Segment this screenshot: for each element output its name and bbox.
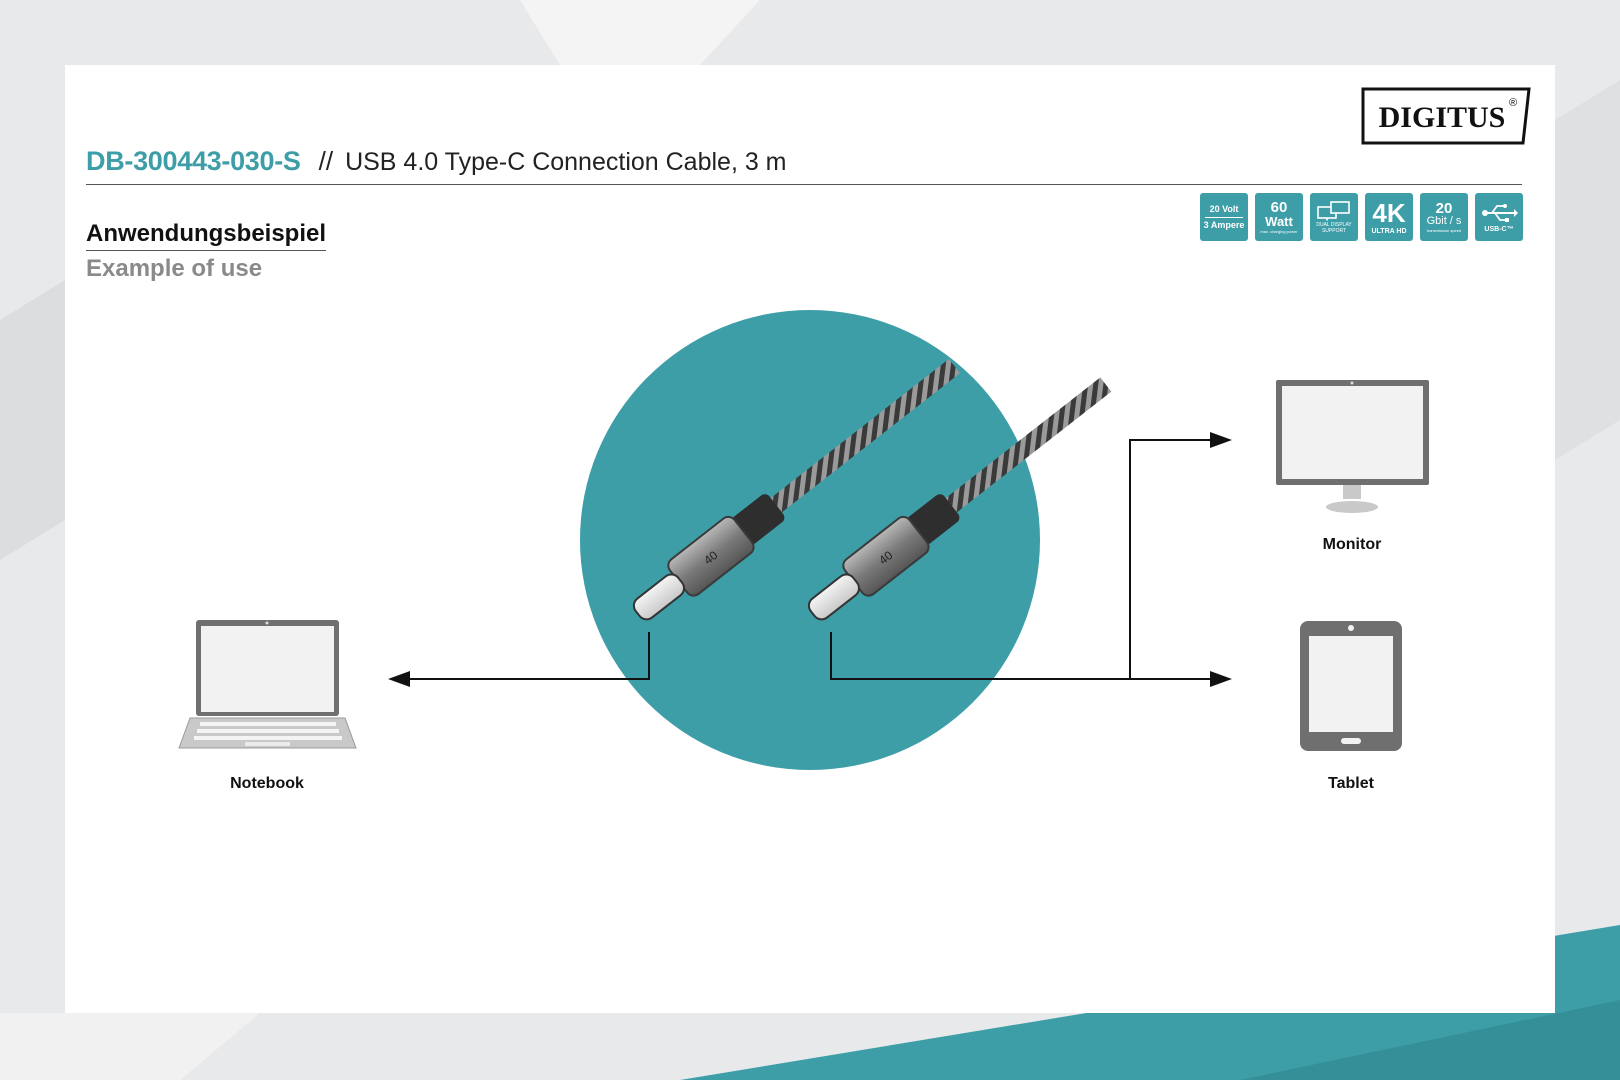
notebook-label: Notebook: [230, 775, 304, 792]
badge-speed-value: 20: [1435, 200, 1453, 217]
monitor-icon: [1276, 380, 1429, 513]
braided-cable: [942, 377, 1112, 515]
watt-badge: 60 Watt max. charging power: [1255, 193, 1303, 241]
badge-watt-caption: max. charging power: [1260, 229, 1298, 234]
cable-circle: [580, 310, 1040, 770]
arrowhead-left: [388, 671, 410, 687]
feature-badges: 20 Volt 3 Ampere 60 Watt max. charging p…: [1200, 193, 1523, 241]
voltage-ampere-badge: 20 Volt 3 Ampere: [1200, 193, 1248, 241]
badge-4k-label: 4K: [1372, 197, 1406, 228]
notebook-icon: [178, 620, 357, 749]
badge-watt-unit: Watt: [1265, 214, 1293, 229]
connection-arrows: [410, 439, 1210, 680]
arrowhead-tablet: [1210, 671, 1232, 687]
badge-speed-unit: Gbit / s: [1426, 215, 1462, 227]
dual-display-badge: DUAL DISPLAY SUPPORT: [1310, 193, 1358, 241]
badge-ultra-hd-label: ULTRA HD: [1371, 227, 1407, 235]
digitus-logo: DIGITUS ®: [1361, 87, 1531, 145]
badge-ampere-label: 3 Ampere: [1203, 219, 1245, 230]
cable-plug-left: 40: [632, 358, 960, 621]
braided-cable: [767, 358, 960, 515]
product-description: USB 4.0 Type-C Connection Cable, 3 m: [345, 148, 787, 176]
tablet-label: Tablet: [1328, 775, 1374, 792]
badge-dual-display-sub: SUPPORT: [1321, 227, 1347, 234]
title-separator: //: [318, 146, 334, 176]
badge-watt-value: 60: [1270, 199, 1288, 216]
4k-badge: 4K ULTRA HD: [1365, 193, 1413, 241]
badge-voltage-label: 20 Volt: [1209, 203, 1239, 214]
cable-plug-right: 40: [807, 377, 1112, 621]
badge-speed-caption: transmission speed: [1426, 228, 1462, 233]
registered-mark: ®: [1509, 97, 1517, 109]
section-title-english: Example of use: [86, 255, 263, 282]
product-title-row: DB-300443-030-S // USB 4.0 Type-C Connecti…: [86, 146, 1522, 185]
product-code: DB-300443-030-S: [86, 146, 301, 176]
arrowhead-monitor: [1210, 432, 1232, 448]
arrow-to-notebook: [410, 632, 650, 680]
logo-text: DIGITUS: [1379, 101, 1506, 134]
tablet-icon: [1300, 621, 1402, 751]
badge-usb-c-label: USB-C™: [1484, 225, 1514, 233]
usb-c-badge: USB-C™: [1475, 193, 1523, 241]
arrow-to-tablet: [830, 632, 1210, 680]
section-title-german: Anwendungsbeispiel: [86, 220, 327, 251]
badge-dual-display-label: DUAL DISPLAY: [1316, 221, 1352, 228]
usb-icon: [1482, 203, 1518, 222]
monitor-label: Monitor: [1322, 536, 1382, 553]
dual-display-icon: [1317, 200, 1350, 220]
arrow-to-monitor: [1129, 439, 1210, 679]
speed-badge: 20 Gbit / s transmission speed: [1420, 193, 1468, 241]
